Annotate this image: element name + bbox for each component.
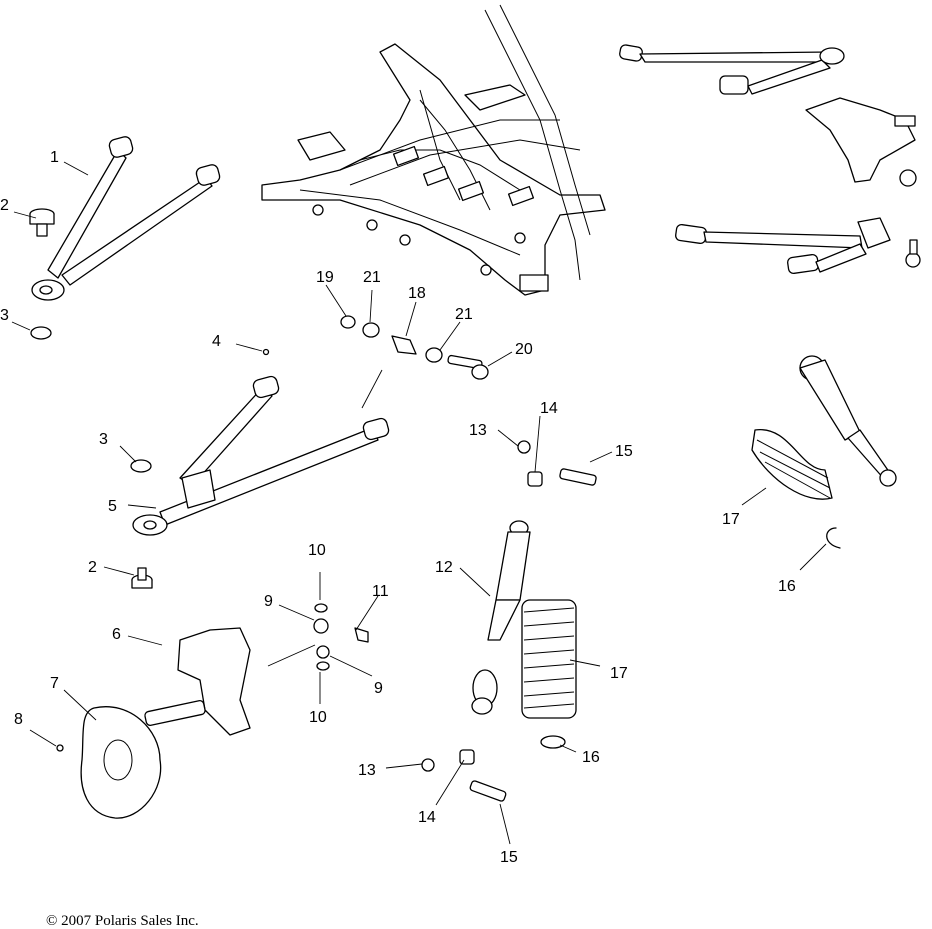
chassis-frame: [261, 4, 606, 296]
shock-absorber-center: [471, 520, 531, 715]
sleeve-14-lower: [459, 749, 475, 765]
callout-11: 11: [372, 583, 389, 600]
callout-2-upper: 2: [0, 197, 9, 214]
callout-12: 12: [435, 559, 453, 576]
retaining-ring-lower: [130, 459, 152, 473]
bolt-15-upper: [559, 468, 597, 486]
steering-knuckle-right: [805, 97, 917, 187]
callout-10-top: 10: [308, 542, 326, 559]
brake-bolt: [56, 744, 64, 752]
upper-right-control-arm: [619, 44, 845, 95]
callout-18: 18: [408, 285, 426, 302]
spring-retainer-right: [826, 527, 841, 549]
coil-spring-center: [521, 599, 577, 719]
callout-21-left: 21: [363, 269, 381, 286]
callout-16-center: 16: [582, 749, 600, 766]
bushing-hardware-top: [340, 315, 489, 380]
nut-13-upper: [517, 440, 531, 454]
callout-19: 19: [316, 269, 334, 286]
callout-17-center: 17: [610, 665, 628, 682]
callout-17-right: 17: [722, 511, 740, 528]
lower-right-control-arm: [675, 217, 921, 275]
callout-10-bottom: 10: [309, 709, 327, 726]
ball-joint-lower: [131, 567, 153, 589]
callout-13-lower: 13: [358, 762, 376, 779]
callout-labels: 1 2 3 4 3 5 2 6 7 8 19 21 18 21 20 10 9 …: [0, 149, 796, 866]
screw: [262, 348, 270, 356]
callout-13-upper: 13: [469, 422, 487, 439]
callout-16-right: 16: [778, 578, 796, 595]
callout-4: 4: [212, 333, 221, 350]
spindle: [144, 627, 251, 736]
spring-retainer-center: [540, 735, 566, 749]
ball-joint-upper: [29, 208, 55, 237]
callout-20: 20: [515, 341, 533, 358]
coil-spring-right: [751, 429, 833, 500]
sleeve-14-upper: [527, 471, 543, 487]
nut-13-lower: [421, 758, 435, 772]
upper-a-arm: [31, 136, 221, 301]
shock-absorber-right: [799, 355, 897, 487]
callout-9-top: 9: [264, 593, 273, 610]
copyright-notice: © 2007 Polaris Sales Inc.: [46, 913, 199, 929]
callout-1: 1: [50, 149, 59, 166]
callout-9-bottom: 9: [374, 680, 383, 697]
lower-a-arm: [132, 375, 390, 536]
leader-lines: [11, 161, 827, 845]
callout-8: 8: [14, 711, 23, 728]
callout-7: 7: [50, 675, 59, 692]
hub-hardware-stack: [313, 603, 369, 671]
callout-21-right: 21: [455, 306, 473, 323]
callout-2-lower: 2: [88, 559, 97, 576]
callout-14-lower: 14: [418, 809, 436, 826]
bolt-15-lower: [469, 780, 507, 802]
callout-15-upper: 15: [615, 443, 633, 460]
callout-6: 6: [112, 626, 121, 643]
callout-3-lower: 3: [99, 431, 108, 448]
retaining-ring-upper: [30, 326, 52, 340]
callout-15-lower: 15: [500, 849, 518, 866]
callout-5: 5: [108, 498, 117, 515]
brake-disc-guard: [80, 706, 162, 819]
callout-3-upper: 3: [0, 307, 9, 324]
callout-14-upper: 14: [540, 400, 558, 417]
